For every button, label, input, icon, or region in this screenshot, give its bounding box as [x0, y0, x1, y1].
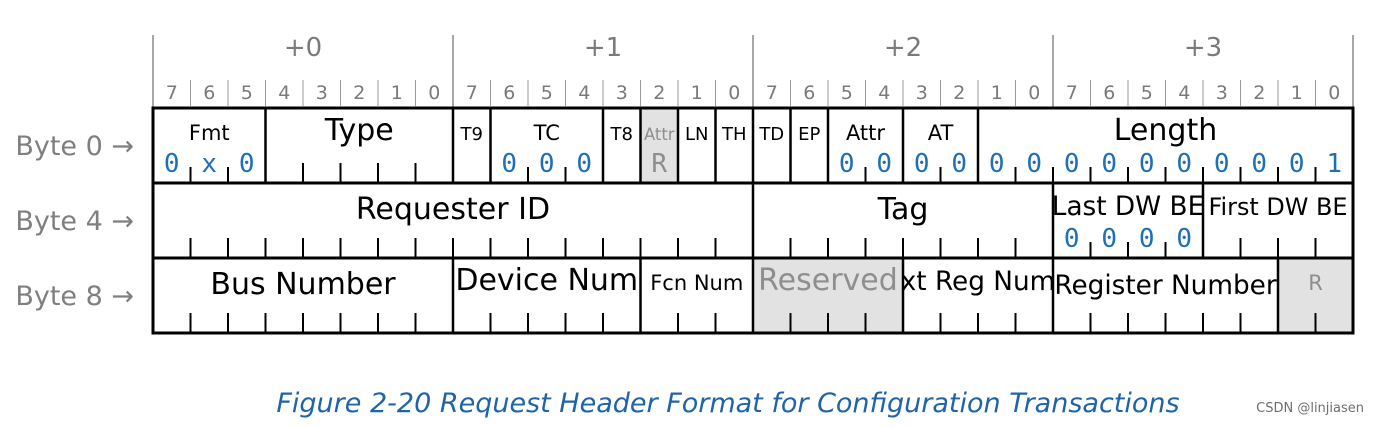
bit-number-label: 0	[728, 82, 740, 104]
field-value-digit: 0	[239, 149, 255, 179]
field-label: Attr	[644, 125, 675, 144]
field-label: EP	[798, 124, 820, 145]
field-label: Attr	[846, 121, 885, 145]
field-label: Device Num	[455, 263, 638, 298]
field-label: Fcn Num	[650, 271, 743, 295]
bit-number-label: 2	[953, 82, 965, 104]
field-label: First DW BE	[1209, 193, 1348, 221]
bit-number-label: 4	[278, 82, 290, 104]
row-label: Byte 0 →	[15, 131, 134, 162]
bit-number-label: 5	[541, 82, 553, 104]
field-value-digit: 0	[1101, 149, 1117, 179]
byte-offset-label: +2	[884, 33, 922, 63]
bit-number-label: 0	[1328, 82, 1340, 104]
bit-number-label: 6	[503, 82, 515, 104]
field-value-digit: 0	[1214, 149, 1230, 179]
field-label: TC	[533, 121, 560, 145]
field-label: Tag	[877, 192, 929, 227]
field-label: Bus Number	[210, 267, 396, 302]
bit-number-label: 4	[1178, 82, 1190, 104]
bit-number-label: 1	[1291, 82, 1303, 104]
field-value-digit: 0	[1064, 149, 1080, 179]
bit-number-label: 4	[878, 82, 890, 104]
bit-number-label: 7	[766, 82, 778, 104]
field-label: Requester ID	[356, 192, 550, 227]
field-label: T9	[460, 124, 483, 145]
bit-number-label: 0	[1028, 82, 1040, 104]
row-label: Byte 8 →	[15, 281, 134, 312]
field-value-digit: 0	[1026, 149, 1042, 179]
field-value-digit: 0	[501, 149, 517, 179]
bit-number-label: 3	[916, 82, 928, 104]
field-label: TH	[721, 124, 747, 145]
byte-offset-label: +0	[284, 33, 322, 63]
field-label: Last DW BE	[1052, 192, 1204, 222]
field-label: Register Number	[1054, 271, 1276, 301]
bit-number-label: 2	[653, 82, 665, 104]
field-value-digit: 0	[1176, 224, 1192, 254]
bit-number-label: 3	[316, 82, 328, 104]
field-value-digit: 0	[1139, 224, 1155, 254]
field-value-digit: 0	[576, 149, 592, 179]
bit-number-label: 6	[203, 82, 215, 104]
bit-number-label: 5	[241, 82, 253, 104]
watermark: CSDN @linjiasen	[1256, 401, 1364, 416]
field-label: Fmt	[189, 121, 230, 145]
field-value-digit: x	[201, 149, 217, 179]
field-value-digit: 0	[989, 149, 1005, 179]
field-value-digit: 0	[914, 149, 930, 179]
field-value-digit: 0	[876, 149, 892, 179]
bit-number-label: 5	[1141, 82, 1153, 104]
bit-number-label: 6	[1103, 82, 1115, 104]
field-label: Reserved	[758, 263, 898, 298]
bit-number-label: 5	[841, 82, 853, 104]
bit-number-label: 6	[803, 82, 815, 104]
field-label: Length	[1114, 113, 1217, 148]
bit-number-label: 3	[616, 82, 628, 104]
field-value-digit: 0	[1101, 224, 1117, 254]
field-label: TD	[758, 124, 784, 145]
reserved-shading	[640, 108, 678, 183]
field-label: Type	[324, 113, 394, 148]
bit-number-label: 4	[578, 82, 590, 104]
header-outer-border	[151, 106, 1355, 335]
bit-number-label: 3	[1216, 82, 1228, 104]
bit-number-label: 1	[991, 82, 1003, 104]
bit-number-label: 7	[1066, 82, 1078, 104]
field-value-digit: 0	[1251, 149, 1267, 179]
bit-number-label: 7	[166, 82, 178, 104]
bit-number-label: 7	[466, 82, 478, 104]
bit-number-label: 0	[428, 82, 440, 104]
field-label: LN	[685, 124, 709, 145]
bit-number-label: 2	[353, 82, 365, 104]
field-label: xt Reg Num	[901, 267, 1056, 297]
field-value-digit: 0	[164, 149, 180, 179]
byte-offset-label: +1	[584, 33, 622, 63]
field-label: AT	[928, 121, 954, 145]
field-value-digit: 0	[951, 149, 967, 179]
field-value-digit: 0	[1139, 149, 1155, 179]
field-value-digit: 0	[1289, 149, 1305, 179]
figure-caption: Figure 2-20 Request Header Format for Co…	[276, 388, 1180, 419]
field-value-digit: 0	[1064, 224, 1080, 254]
field-value-digit: 1	[1326, 149, 1342, 179]
field-label: R	[1308, 271, 1323, 295]
field-label: T8	[610, 124, 633, 145]
byte-offset-label: +3	[1184, 33, 1222, 63]
bit-number-label: 2	[1253, 82, 1265, 104]
bit-number-label: 1	[391, 82, 403, 104]
field-value-digit: 0	[1176, 149, 1192, 179]
bit-number-label: 1	[691, 82, 703, 104]
row-label: Byte 4 →	[15, 206, 134, 237]
field-value-digit: R	[651, 149, 667, 179]
field-value-digit: 0	[539, 149, 555, 179]
field-value-digit: 0	[839, 149, 855, 179]
